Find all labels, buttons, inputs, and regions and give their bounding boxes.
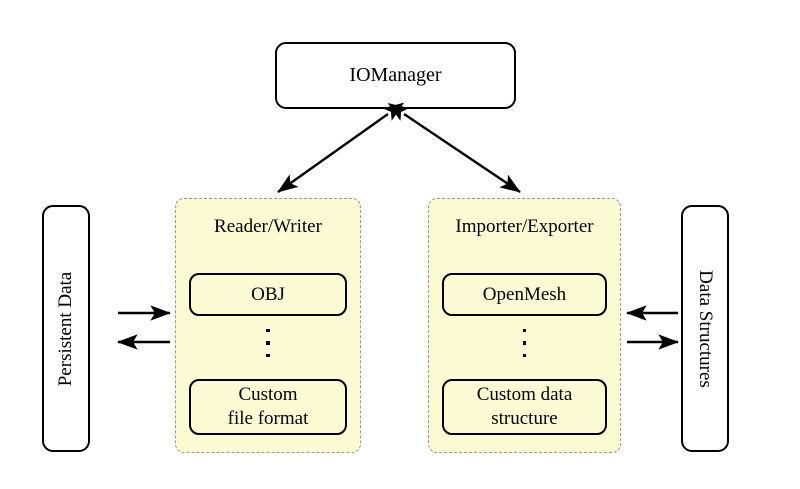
group-reader-writer-title: Reader/Writer — [214, 216, 322, 237]
ellipsis-reader-writer — [176, 329, 360, 358]
node-custom-file-format-line1: Custom — [238, 384, 298, 406]
node-io-manager-label: IOManager — [349, 63, 442, 86]
node-custom-data-structure[interactable]: Custom data structure — [442, 379, 607, 435]
connector-manager-reader-writer — [277, 102, 405, 193]
connector-manager-importer-exporter — [387, 103, 521, 193]
node-custom-data-structure-line2: structure — [491, 408, 558, 429]
node-data-structures-label: Data Structures — [695, 269, 716, 388]
node-persistent-data-label: Persistent Data — [55, 271, 76, 386]
node-obj[interactable]: OBJ — [189, 273, 347, 316]
ellipsis-importer-exporter — [429, 329, 620, 358]
group-reader-writer[interactable]: Reader/Writer OBJ Custom file format — [175, 198, 361, 453]
node-custom-data-structure-label: Custom data structure — [477, 383, 573, 431]
node-custom-file-format[interactable]: Custom file format — [189, 379, 347, 435]
node-custom-file-format-label: Custom file format — [228, 383, 309, 431]
node-io-manager[interactable]: IOManager — [275, 42, 516, 109]
node-openmesh-label: OpenMesh — [482, 283, 567, 305]
node-custom-file-format-line2: file format — [227, 408, 309, 429]
node-data-structures[interactable]: Data Structures — [681, 205, 729, 452]
node-openmesh[interactable]: OpenMesh — [442, 273, 607, 316]
node-obj-label: OBJ — [251, 283, 285, 305]
group-importer-exporter-title: Importer/Exporter — [455, 216, 594, 237]
node-persistent-data[interactable]: Persistent Data — [42, 205, 90, 452]
group-importer-exporter[interactable]: Importer/Exporter OpenMesh Custom data s… — [428, 198, 621, 453]
node-custom-data-structure-line1: Custom data — [476, 384, 573, 406]
